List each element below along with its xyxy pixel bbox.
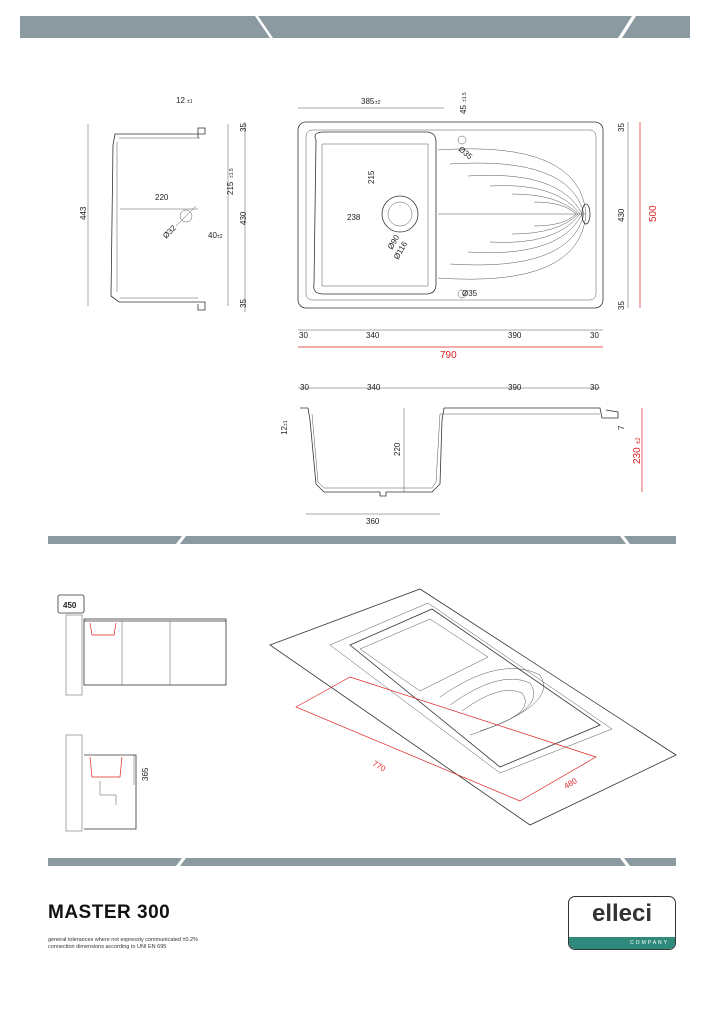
dim-35-hole: Ø35: [457, 145, 475, 162]
dim-238: 238: [347, 213, 361, 222]
dim-32: Ø32: [161, 223, 178, 240]
dim-365: 365: [141, 767, 150, 781]
sec-dim-12: 12: [280, 426, 289, 435]
logo-brand-text: elleci: [591, 900, 653, 927]
dim-340: 340: [366, 331, 380, 340]
section-view: 30 340 390 30 12 ±1 220 7 230 ±2 360: [280, 383, 643, 526]
sec-dim-230-tol: ±2: [636, 437, 642, 444]
dim-35-a: 35: [239, 123, 248, 132]
dim-40: 40: [208, 231, 217, 240]
dim-12: 12: [176, 96, 185, 105]
dim-35-drain: Ø35: [462, 289, 478, 298]
dim-215-top: 215: [367, 170, 376, 184]
middle-band: [48, 536, 676, 544]
header-band: [20, 16, 690, 38]
side-view: 12 ±1 35 215 ±1.5 430 35 443 220 40 ±2 Ø…: [79, 96, 248, 312]
sec-dim-7: 7: [617, 425, 626, 430]
sec-dim-220: 220: [393, 442, 402, 456]
dim-12-tol: ±1: [187, 99, 193, 105]
sec-dim-12-tol: ±1: [283, 420, 289, 426]
dim-215: 215: [226, 181, 235, 195]
cabinet-side-view: 365: [65, 734, 150, 832]
dim-35-b: 35: [239, 299, 248, 308]
installation-drawing: 450 365 770 480: [57, 588, 677, 832]
bottom-band: [48, 858, 676, 866]
dim-215-tol: ±1.5: [229, 168, 235, 178]
dim-45: 45: [459, 105, 468, 114]
dim-430: 430: [239, 211, 248, 225]
dim-30-b: 30: [590, 331, 599, 340]
sec-dim-230: 230: [632, 447, 643, 464]
note-line-1: general tolerances where not expressly c…: [48, 937, 199, 943]
sec-dim-30-b: 30: [590, 383, 599, 392]
perspective-view: 770 480: [269, 588, 677, 826]
top-view: 385 ±2 45 ±1.5 Ø35 215 238 Ø90 Ø116 Ø35 …: [297, 92, 659, 361]
dim-770: 770: [371, 759, 388, 774]
dim-443: 443: [79, 206, 88, 220]
product-title: MASTER 300: [48, 902, 171, 923]
dim-385-tol: ±2: [375, 100, 381, 106]
dim-35-bot: 35: [617, 301, 626, 310]
dim-790: 790: [440, 350, 457, 361]
logo-sub-text: COMPANY: [569, 937, 675, 949]
cabinet-size: 450: [63, 601, 77, 610]
dim-500: 500: [648, 205, 659, 222]
sec-dim-340: 340: [367, 383, 381, 392]
dim-45-tol: ±1.5: [462, 92, 468, 102]
dim-40-tol: ±2: [217, 234, 223, 240]
technical-drawing: 12 ±1 35 215 ±1.5 430 35 443 220 40 ±2 Ø…: [79, 92, 659, 526]
dim-390: 390: [508, 331, 522, 340]
dim-480: 480: [563, 776, 580, 791]
sec-dim-30-a: 30: [300, 383, 309, 392]
dim-385: 385: [361, 97, 375, 106]
dim-30-a: 30: [299, 331, 308, 340]
tolerance-notes: general tolerances where not expressly c…: [48, 937, 198, 951]
note-line-2: connection dimensions according to UNI E…: [48, 944, 167, 950]
cabinet-front-view: 450: [57, 594, 227, 696]
sec-dim-390: 390: [508, 383, 522, 392]
brand-logo: elleci COMPANY: [568, 896, 676, 950]
dim-220: 220: [155, 193, 169, 202]
sec-dim-360: 360: [366, 517, 380, 526]
dim-430-top: 430: [617, 208, 626, 222]
dim-35-top: 35: [617, 123, 626, 132]
